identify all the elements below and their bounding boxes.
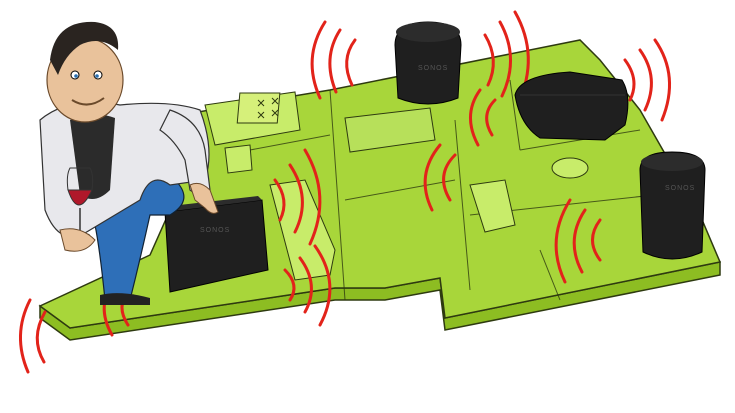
speaker-brand-label: SONOS [418, 65, 448, 72]
left-pupil [74, 74, 78, 78]
pointing-hand [189, 182, 219, 214]
speaker-five-right [514, 71, 629, 141]
speaker-move-right: SONOS [639, 151, 706, 260]
interior-walls [249, 79, 701, 301]
speaker-brand-label: SONOS [665, 185, 695, 192]
bench [469, 179, 516, 233]
shoe [100, 293, 150, 305]
stove [236, 92, 281, 124]
right-pupil [95, 74, 99, 78]
vest [70, 114, 115, 199]
table [344, 107, 436, 153]
man-character [39, 21, 219, 305]
holding-hand [59, 228, 96, 252]
hair [50, 21, 119, 75]
smile [71, 97, 105, 106]
sink [224, 144, 253, 174]
round-rug [551, 157, 589, 179]
speaker-one-top: SONOS [394, 21, 462, 105]
stove-burners [257, 97, 279, 119]
speaker-brand-label: SONOS [200, 227, 230, 234]
